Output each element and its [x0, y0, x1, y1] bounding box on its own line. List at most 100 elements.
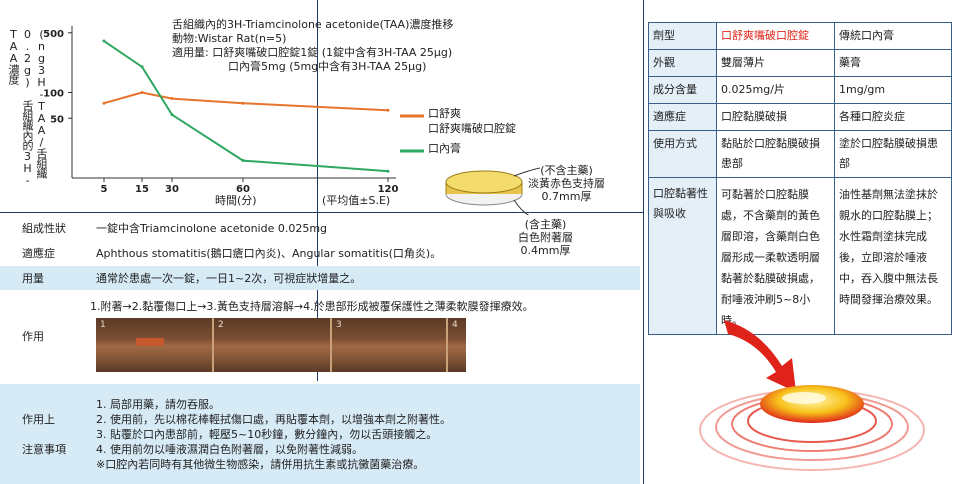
label-dosage: 用量 — [0, 265, 90, 290]
value-action: 1.附著→2.黏覆傷口上→3.黃色支持層溶解→4.於患部形成被覆保護性之薄柔軟膜… — [90, 290, 640, 383]
caution-2: 2. 使用前，先以棉花棒輕拭傷口處，再貼覆本劑，以增強本劑之附著性。 — [96, 412, 451, 426]
ripple-ring-3 — [731, 396, 893, 452]
compare-a-indication: 口腔黏膜破損 — [716, 103, 835, 131]
compare-row-look: 外觀 雙層薄片 藥膏 — [648, 49, 952, 77]
comparison-table: 劑型 口舒爽嘴破口腔錠 傳統口內膏 外觀 雙層薄片 藥膏 成分含量 0.025m… — [648, 22, 952, 335]
tablet-illustration — [445, 167, 541, 215]
photo-step-4: 4 — [448, 318, 466, 372]
chart-title: 舌組織內的3H-Triamcinolone acetonide(TAA)濃度推移 — [172, 18, 454, 31]
value-indication: Aphthous stomatitis(鵝口瘡口內炎)、Angular soma… — [96, 247, 442, 261]
action-photo: 1 2 3 4 — [96, 317, 466, 372]
tablet-top-note: (不含主藥) 淡黃赤色支持層 0.7mm厚 — [528, 164, 605, 203]
legend-item-2: 口舒爽嘴破口腔錠 — [428, 122, 516, 135]
caution-note: ※口腔內若同時有其他微生物感染，請併用抗生素或抗黴菌藥治療。 — [96, 457, 425, 471]
ripple-ring-4 — [747, 399, 877, 443]
compare-b-amount: 1mg/gm — [834, 76, 952, 104]
tablet-bottom-line-3: 0.4mm厚 — [520, 244, 571, 257]
value-caution: 1. 局部用藥，請勿吞服。 2. 使用前，先以棉花棒輕拭傷口處，再貼覆本劑，以增… — [90, 381, 640, 484]
tablet-bottom-pointer — [513, 199, 530, 215]
chart-dose-1: 適用量: 口舒爽嘴破口腔錠1錠 (1錠中含有3H-TAA 25μg) — [172, 46, 453, 59]
compare-row-amount: 成分含量 0.025mg/片 1mg/gm — [648, 76, 952, 104]
label-caution: 作用上 注意事項 — [0, 381, 90, 484]
series-0-point-2 — [170, 97, 174, 101]
row-composition: 組成性狀 一錠中含Triamcinolone acetonide 0.025mg — [0, 215, 640, 241]
compare-b-indication: 各種口腔炎症 — [834, 103, 952, 131]
compare-b-method: 塗於口腔黏膜破損患部 — [834, 130, 952, 178]
compare-a-adhesion: 可黏著於口腔黏膜處，不含藥劑的黃色層即溶，含藥劑白色層形成一柔軟透明層黏著於黏膜… — [716, 177, 835, 335]
series-1-point-0 — [102, 39, 106, 43]
tablet-top-line-2: 淡黃赤色支持層 — [528, 177, 605, 190]
x-tick-label-3: 60 — [236, 184, 250, 195]
photo-step-4-label: 4 — [452, 319, 458, 330]
y-tick-label-1: 100 — [43, 89, 64, 100]
label-composition: 組成性狀 — [22, 222, 66, 236]
chart-x-note: (平均值±S.E) — [322, 194, 391, 207]
guide-line-vertical-left — [317, 0, 318, 484]
row-dosage: 用量 通常於患處一次一錠，一日1~2次，可視症狀增量之。 — [0, 265, 640, 290]
chart-y-label: (ng3H-TAA/舌組織0.2g) 舌組織內的3H-TAA濃度 — [7, 28, 48, 186]
compare-b-adhesion: 油性基劑無法塗抹於親水的口腔黏膜上；水性霜劑塗抹完成後，立即溶於唾液中，吞入腹中… — [834, 177, 952, 335]
series-1-point-4 — [386, 169, 390, 173]
photo-step-3: 3 — [332, 317, 448, 372]
tablet-top-line-1: (不含主藥) — [540, 164, 593, 177]
legend-item-1: 口舒爽 — [428, 107, 461, 120]
compare-h-look: 外觀 — [648, 49, 717, 77]
chart-dose-2: 口內膏5mg (5mg中含有3H-TAA 25μg) — [228, 60, 427, 73]
action-text: 1.附著→2.黏覆傷口上→3.黃色支持層溶解→4.於患部形成被覆保護性之薄柔軟膜… — [90, 299, 534, 313]
compare-h-amount: 成分含量 — [648, 76, 717, 104]
compare-a-type: 口舒爽嘴破口腔錠 — [716, 22, 835, 50]
photo-step-1: 1 — [96, 317, 214, 372]
compare-h-adhesion: 口腔黏著性與吸收 — [648, 177, 717, 335]
chart-x-label: 時間(分) — [215, 194, 257, 207]
drug-info-table: 組成性狀 一錠中含Triamcinolone acetonide 0.025mg… — [0, 215, 640, 484]
x-tick-label-2: 30 — [165, 184, 179, 195]
x-tick-label-4: 120 — [378, 184, 399, 195]
photo-step-2-label: 2 — [218, 319, 224, 330]
ripple-ring-1 — [699, 389, 925, 471]
row-caution: 作用上 注意事項 1. 局部用藥，請勿吞服。 2. 使用前，先以棉花棒輕拭傷口處… — [0, 381, 640, 484]
caution-3: 3. 貼覆於口內患部前，輕壓5~10秒鐘，數分鐘內，勿以舌頭接觸之。 — [96, 427, 438, 441]
label-caution-2: 注意事項 — [22, 443, 66, 457]
x-tick-label-0: 5 — [101, 184, 108, 195]
photo-patch — [136, 337, 164, 346]
tablet-highlight — [782, 392, 826, 404]
row-indication: 適應症 Aphthous stomatitis(鵝口瘡口內炎)、Angular … — [0, 241, 640, 265]
ripple-ring-2 — [715, 393, 909, 461]
tablet-top-line-3: 0.7mm厚 — [541, 190, 592, 203]
series-0-point-0 — [102, 101, 106, 105]
y-tick-label-0: 500 — [43, 29, 64, 40]
series-0-point-1 — [140, 91, 144, 95]
compare-a-amount: 0.025mg/片 — [716, 76, 835, 104]
value-composition: 一錠中含Triamcinolone acetonide 0.025mg — [96, 222, 328, 236]
compare-a-method: 黏貼於口腔黏膜破損患部 — [716, 130, 835, 178]
compare-h-method: 使用方式 — [648, 130, 717, 178]
value-dosage: 通常於患處一次一錠，一日1~2次，可視症狀增量之。 — [90, 265, 640, 290]
tablet-yellow-layer — [445, 170, 523, 194]
y-tick-label-2: 50 — [50, 114, 64, 125]
photo-step-3-label: 3 — [336, 319, 342, 330]
dissolving-tablet — [760, 385, 864, 423]
series-0-point-3 — [241, 101, 245, 105]
series-1-point-2 — [170, 113, 174, 117]
compare-h-type: 劑型 — [648, 22, 717, 50]
compare-b-type: 傳統口內膏 — [834, 22, 952, 50]
label-caution-1: 作用上 — [22, 413, 55, 427]
tablet-bottom-note: (含主藥) 白色附著層 0.4mm厚 — [518, 218, 573, 257]
label-indication: 適應症 — [22, 247, 55, 261]
photo-step-1-label: 1 — [100, 319, 106, 330]
caution-1: 1. 局部用藥，請勿吞服。 — [96, 397, 220, 411]
series-0-point-4 — [386, 108, 390, 112]
compare-a-look: 雙層薄片 — [716, 49, 835, 77]
photo-step-2: 2 — [214, 317, 332, 372]
compare-b-look: 藥膏 — [834, 49, 952, 77]
row-action: 作用 1.附著→2.黏覆傷口上→3.黃色支持層溶解→4.於患部形成被覆保護性之薄… — [0, 290, 640, 383]
chart-animal: 動物:Wistar Rat(n=5) — [172, 32, 287, 45]
compare-row-adhesion: 口腔黏著性與吸收 可黏著於口腔黏膜處，不含藥劑的黃色層即溶，含藥劑白色層形成一柔… — [648, 177, 952, 335]
legend-item-3: 口內膏 — [428, 142, 461, 155]
guide-line-horizontal — [0, 212, 643, 213]
compare-row-indication: 適應症 口腔黏膜破損 各種口腔炎症 — [648, 103, 952, 131]
series-1-point-1 — [140, 65, 144, 69]
compare-row-method: 使用方式 黏貼於口腔黏膜破損患部 塗於口腔黏膜破損患部 — [648, 130, 952, 178]
